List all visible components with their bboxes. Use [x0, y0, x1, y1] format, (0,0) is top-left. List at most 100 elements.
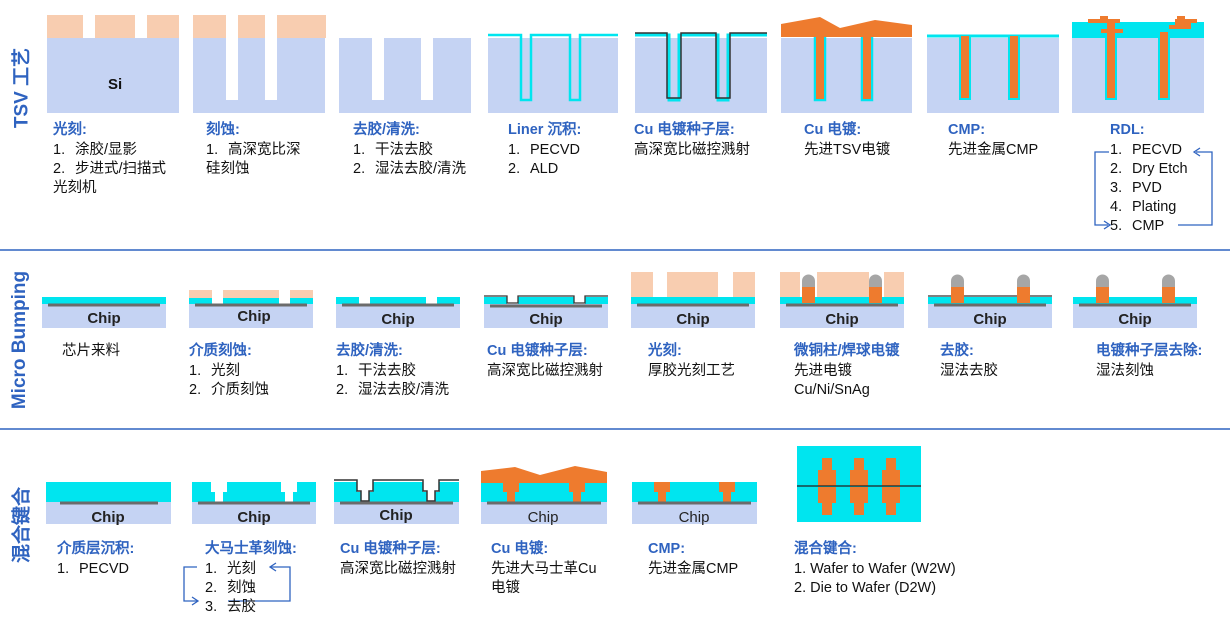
item-text: 湿法去胶/清洗 — [375, 161, 467, 177]
tsv-step-8-item: 5.CMP — [1110, 217, 1164, 236]
tsv-step-1-item: 1. 涂胶/显影 — [53, 141, 137, 160]
thick-resist — [884, 272, 904, 297]
copper-pad — [882, 487, 900, 503]
item-text: PVD — [1132, 180, 1162, 196]
micro-step-7-item: 湿法去胶 — [940, 362, 998, 381]
tsv-step-8-item: 1.PECVD — [1110, 141, 1182, 160]
trench — [357, 482, 373, 492]
hybrid-step-1-title: 介质层沉积: — [57, 541, 135, 557]
dielectric-layer — [192, 482, 316, 502]
item-number: 1. — [205, 561, 218, 577]
item-text: PECVD — [79, 561, 129, 577]
passivation — [780, 297, 904, 304]
chip-substrate — [334, 502, 459, 524]
micro-step-5-title: 光刻: — [648, 343, 682, 359]
arrow-head — [268, 562, 277, 572]
passivation — [631, 297, 755, 304]
trench — [281, 482, 297, 492]
passivation — [928, 297, 1052, 304]
hybrid-step-6-item: 2. Die to Wafer (D2W) — [794, 579, 936, 598]
item-text: 光刻 — [211, 363, 240, 379]
tsv-step-3-title: 去胶/清洗: — [353, 122, 420, 138]
tsv-step-4-title: Liner 沉积: — [508, 122, 582, 138]
trench — [372, 38, 384, 100]
item-text: 刻蚀 — [227, 580, 256, 596]
item-text: 涂胶/显影 — [75, 142, 138, 158]
opening — [574, 297, 585, 304]
micro-step-7-title: 去胶: — [940, 343, 974, 359]
hybrid-step-4-item: 先进大马士革Cu — [491, 560, 597, 579]
chip-label: Chip — [825, 311, 858, 328]
micro-step-6-item: 先进电镀 — [794, 362, 852, 381]
rdl-trace — [1163, 16, 1197, 29]
seed-layer — [484, 295, 608, 304]
item-number: 1. — [336, 363, 349, 379]
item-number: 3. — [1110, 180, 1123, 196]
item-number: 3. — [205, 599, 218, 615]
copper-pad — [719, 482, 735, 492]
copper-via — [854, 503, 864, 515]
item-number: 2. — [508, 161, 521, 177]
copper-overburden — [481, 466, 607, 483]
hybrid-step-4-item: 电镀 — [491, 579, 520, 598]
chip-label: Chip — [91, 509, 124, 526]
tsv-step-4-item: 2.ALD — [508, 160, 558, 179]
micro-step-4-item: 高深宽比磁控溅射 — [487, 362, 603, 381]
chip-label: Chip — [237, 509, 270, 526]
substrate — [1072, 38, 1204, 113]
item-text: 去胶 — [227, 599, 256, 615]
chip-label: Chip — [528, 509, 559, 526]
arrow-head — [191, 596, 200, 606]
opening — [426, 297, 437, 304]
tsv-step-2-title: 刻蚀: — [206, 122, 240, 138]
item-number: 2. — [189, 382, 202, 398]
item-text: 光刻 — [227, 561, 256, 577]
copper-via — [822, 503, 832, 515]
hybrid-step-3-title: Cu 电镀种子层: — [340, 541, 441, 557]
micro-step-6-item: Cu/Ni/SnAg — [794, 381, 870, 400]
item-number: 1. — [53, 142, 66, 158]
opening — [212, 290, 223, 304]
tsv-step-8-title: RDL: — [1110, 122, 1145, 138]
trench — [423, 482, 439, 492]
via-hole — [215, 492, 223, 502]
item-text: 厚胶光刻工艺 — [648, 363, 735, 379]
chip-substrate — [481, 502, 607, 524]
micro-step-3-item: 1.干法去胶 — [336, 362, 416, 381]
trench — [211, 482, 227, 492]
copper-overburden — [781, 17, 912, 37]
item-number: 2. — [1110, 161, 1123, 177]
copper-via — [854, 458, 864, 470]
photoresist — [193, 15, 326, 38]
item-text: 介质刻蚀 — [211, 382, 269, 398]
trench — [265, 15, 277, 100]
item-text: 电镀 — [491, 580, 520, 596]
tsv-step-2-item: 1.高深宽比深 — [206, 141, 301, 160]
tsv-step-7-title: CMP: — [948, 122, 986, 138]
hybrid-step-2-item: 3. 去胶 — [205, 598, 256, 617]
thick-resist — [631, 272, 653, 297]
thick-resist — [667, 272, 718, 297]
item-number: 1. — [508, 142, 521, 158]
opening — [507, 297, 518, 304]
copper-pad — [569, 482, 585, 492]
micro-step-2-item: 1.光刻 — [189, 362, 240, 381]
micro-step-8-title: 电镀种子层去除: — [1096, 343, 1203, 359]
item-number: 2. — [353, 161, 366, 177]
item-text: 高深宽比磁控溅射 — [340, 561, 456, 577]
dielectric-layer — [481, 482, 607, 502]
passivation — [336, 297, 460, 304]
solder-cap — [1162, 274, 1175, 287]
trench — [226, 15, 238, 100]
substrate — [781, 38, 912, 113]
item-text: 湿法去胶/清洗 — [358, 382, 450, 398]
copper-pad — [818, 487, 836, 503]
thick-resist — [733, 272, 755, 297]
section-label-hybrid-bonding: 混合键合 — [11, 486, 33, 564]
hybrid-step-6-item: 1. Wafer to Wafer (W2W) — [794, 560, 956, 579]
item-text: 芯片来料 — [62, 343, 120, 359]
section-label-micro-bumping: Micro Bumping — [9, 270, 30, 410]
chip-substrate — [484, 304, 608, 328]
substrate — [47, 38, 179, 113]
copper-pad — [818, 470, 836, 486]
